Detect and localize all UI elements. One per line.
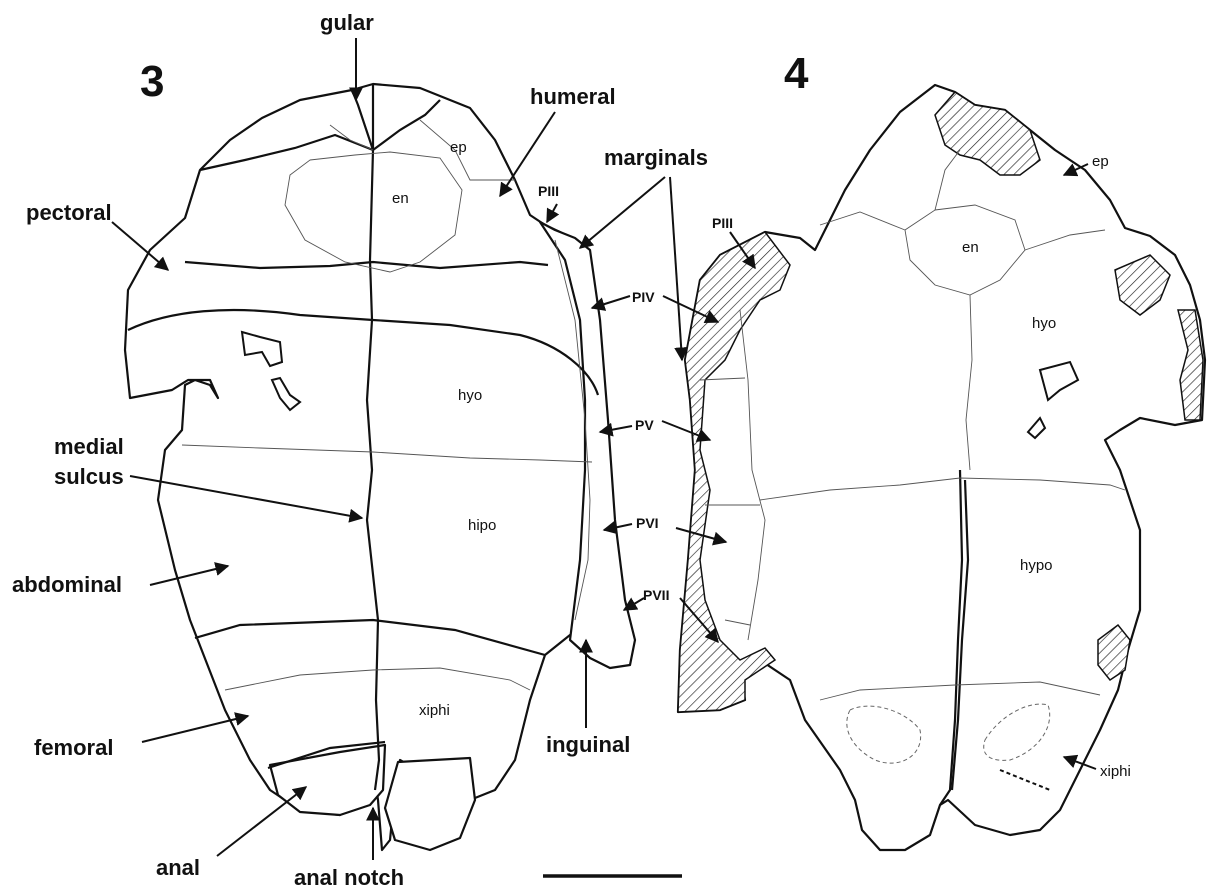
label-ep-4: ep xyxy=(1092,153,1109,170)
figure-number-4: 4 xyxy=(784,49,809,98)
label-medial-line2: sulcus xyxy=(54,464,124,489)
label-anal: anal xyxy=(156,855,200,880)
label-pv: PV xyxy=(635,417,654,433)
label-piii-4: PIII xyxy=(712,215,733,231)
label-piv: PIV xyxy=(632,289,655,305)
label-hyo-4: hyo xyxy=(1032,315,1056,332)
label-inguinal: inguinal xyxy=(546,732,630,757)
label-pectoral: pectoral xyxy=(26,200,112,225)
plastron-4 xyxy=(678,85,1205,850)
label-femoral: femoral xyxy=(34,735,113,760)
label-medial-line1: medial xyxy=(54,434,124,459)
label-gular: gular xyxy=(320,10,374,35)
label-pvii: PVII xyxy=(643,587,669,603)
label-en-4: en xyxy=(962,239,979,256)
label-en-3: en xyxy=(392,190,409,207)
label-xiphi-3: xiphi xyxy=(419,702,450,719)
label-hipo-3: hipo xyxy=(468,517,496,534)
label-abdominal: abdominal xyxy=(12,572,122,597)
anal-lobe-right xyxy=(385,758,475,850)
label-humeral: humeral xyxy=(530,84,616,109)
plastron-3-outline xyxy=(125,84,605,850)
label-xiphi-4: xiphi xyxy=(1100,763,1131,780)
label-piii-3: PIII xyxy=(538,183,559,199)
label-anal-notch: anal notch xyxy=(294,865,404,890)
label-pvi: PVI xyxy=(636,515,659,531)
label-hypo-4: hypo xyxy=(1020,557,1053,574)
figure-number-3: 3 xyxy=(140,57,164,106)
label-marginals: marginals xyxy=(604,145,708,170)
label-ep-3: ep xyxy=(450,139,467,156)
label-hyo-3: hyo xyxy=(458,387,482,404)
plastron-4-outline xyxy=(678,85,1205,850)
